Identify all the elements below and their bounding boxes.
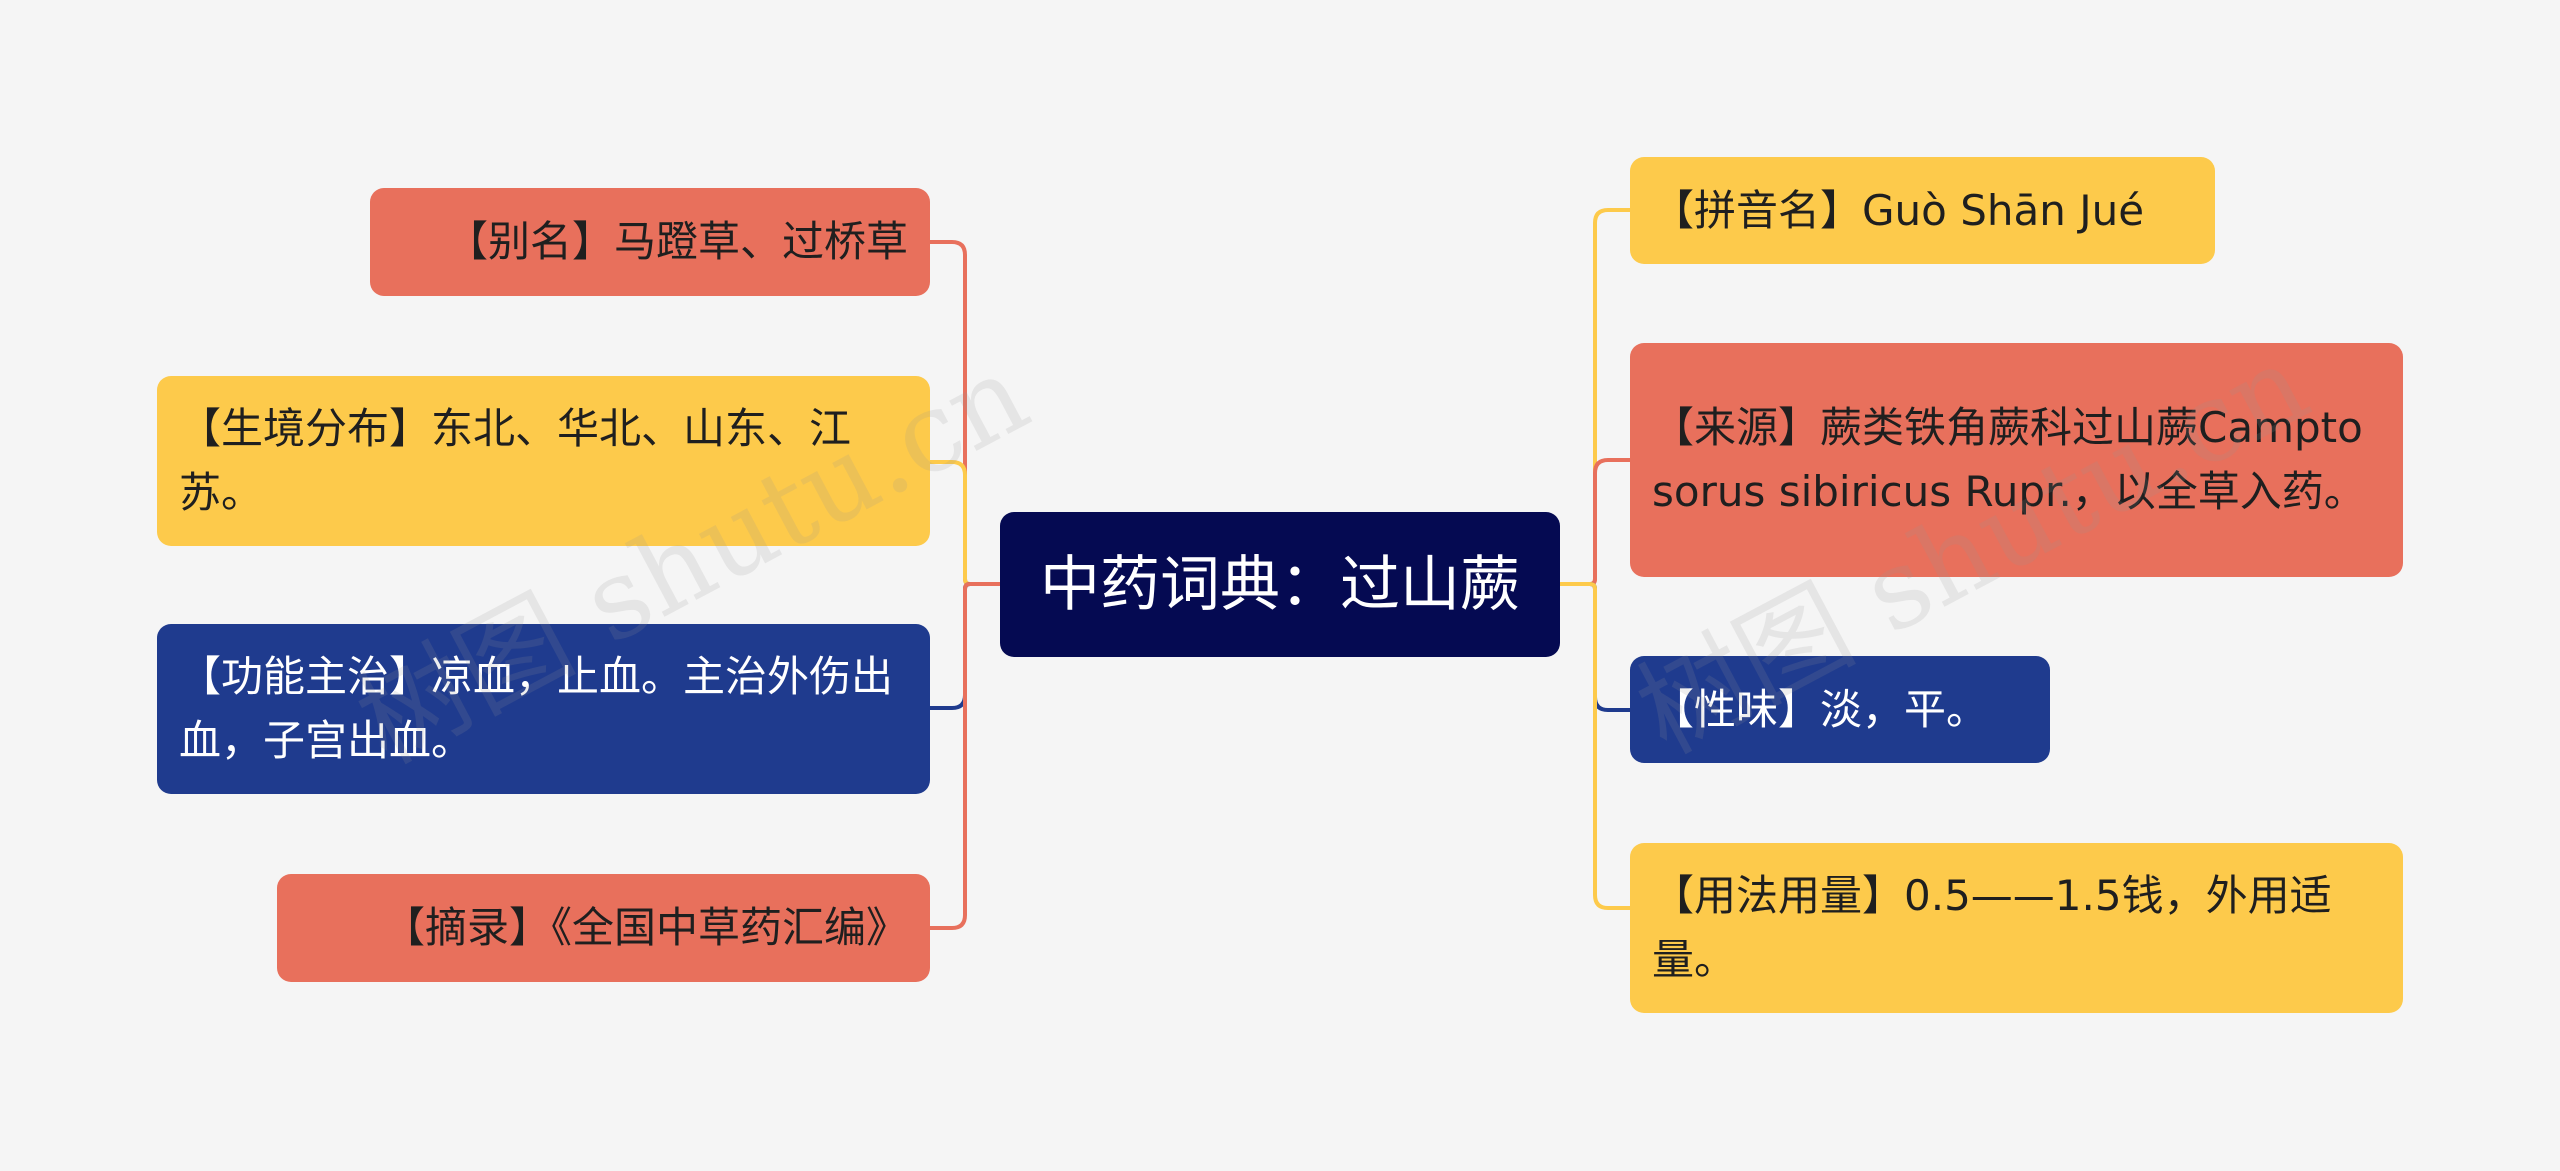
node-habitat-distribution[interactable]: 【生境分布】东北、华北、山东、江苏。 xyxy=(157,376,930,546)
node-excerpt[interactable]: 【摘录】《全国中草药汇编》 xyxy=(277,874,930,982)
node-functions-indications[interactable]: 【功能主治】凉血，止血。主治外伤出血，子宫出血。 xyxy=(157,624,930,794)
node-pinyin-name[interactable]: 【拼音名】Guò Shān Jué xyxy=(1630,157,2215,264)
node-source[interactable]: 【来源】蕨类铁角蕨科过山蕨Camptosorus sibiricus Rupr.… xyxy=(1630,343,2403,577)
connector-right-2 xyxy=(1560,458,1630,586)
connector-left-2 xyxy=(930,460,1000,586)
connector-left-4 xyxy=(930,582,1000,930)
node-alias[interactable]: 【别名】马蹬草、过桥草 xyxy=(370,188,930,296)
node-alias-text: 【别名】马蹬草、过桥草 xyxy=(445,217,908,266)
connector-right-4 xyxy=(1560,582,1630,910)
central-topic-label: 中药词典：过山蕨 xyxy=(1040,549,1520,620)
node-functions-indications-text: 【功能主治】凉血，止血。主治外伤出血，子宫出血。 xyxy=(179,652,894,765)
central-topic[interactable]: 中药词典：过山蕨 xyxy=(1000,512,1560,657)
node-nature-taste[interactable]: 【性味】淡，平。 xyxy=(1630,656,2050,763)
node-nature-taste-text: 【性味】淡，平。 xyxy=(1652,684,1989,734)
node-excerpt-text: 【摘录】《全国中草药汇编》 xyxy=(382,903,908,952)
node-source-text: 【来源】蕨类铁角蕨科过山蕨Camptosorus sibiricus Rupr.… xyxy=(1652,403,2366,516)
node-habitat-distribution-text: 【生境分布】东北、华北、山东、江苏。 xyxy=(179,404,852,517)
node-usage-dosage-text: 【用法用量】0.5——1.5钱，外用适量。 xyxy=(1652,871,2332,984)
node-usage-dosage[interactable]: 【用法用量】0.5——1.5钱，外用适量。 xyxy=(1630,843,2403,1013)
node-pinyin-name-text: 【拼音名】Guò Shān Jué xyxy=(1652,185,2145,235)
